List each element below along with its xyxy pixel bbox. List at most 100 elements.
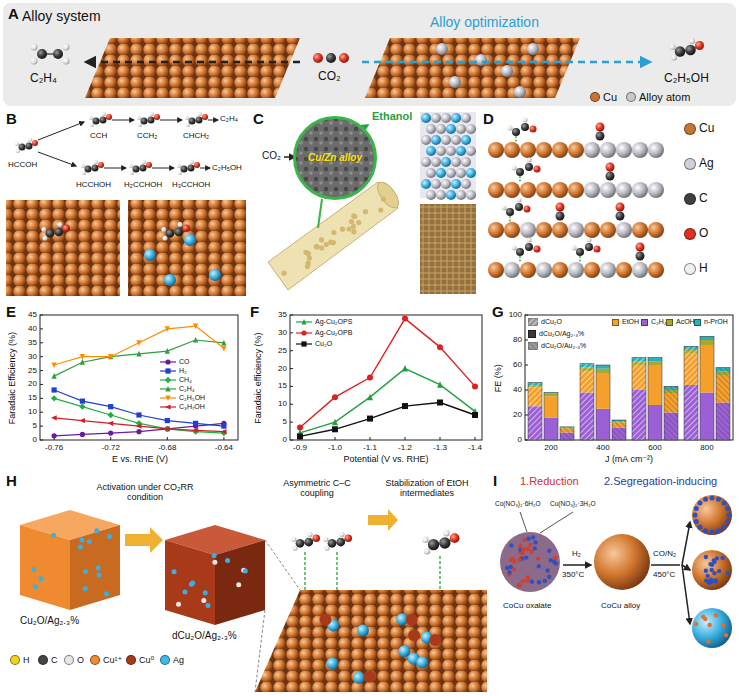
product-label: C₂H₅OH xyxy=(212,163,242,172)
chart-frames xyxy=(40,315,733,440)
legend-item: Cu⁰ xyxy=(126,655,154,665)
tube-pore xyxy=(319,245,324,250)
step-label: Asymmetric C–C coupling xyxy=(270,478,365,499)
hydrogen-atom xyxy=(502,206,507,211)
data-marker xyxy=(437,381,443,388)
lattice-atom xyxy=(436,168,446,178)
panel-letter: B xyxy=(6,110,17,127)
step-title: 1.Reduction xyxy=(520,475,579,488)
data-marker xyxy=(108,404,113,409)
legend-swatch xyxy=(612,319,619,326)
bar-outline xyxy=(596,365,610,440)
legend-item: Ag xyxy=(684,157,714,171)
tube-pore xyxy=(315,244,320,249)
metal-dot xyxy=(522,538,526,542)
axis-tick xyxy=(290,386,293,387)
bond-line xyxy=(519,176,521,182)
carbon-atom xyxy=(515,203,523,211)
oxygen-atom xyxy=(596,123,605,132)
panel-a-art xyxy=(31,58,38,65)
data-marker xyxy=(402,365,408,372)
lattice-atom xyxy=(446,190,456,200)
data-marker xyxy=(193,324,198,330)
legend-text: Cu xyxy=(699,122,714,136)
legend-item: C₂H₅OH xyxy=(160,394,205,402)
metal-dot xyxy=(547,575,551,579)
metal-dot xyxy=(547,549,551,553)
silver-dot xyxy=(212,553,217,558)
panel-letter: G xyxy=(492,303,504,320)
tube-pore xyxy=(349,219,354,224)
data-marker xyxy=(367,416,373,422)
tube-pore xyxy=(351,213,356,218)
tick-label: 0 xyxy=(283,435,287,444)
panel-c-art xyxy=(420,112,476,198)
metal-dot xyxy=(703,528,708,533)
lattice-atom xyxy=(456,190,466,200)
legend-item: Ag xyxy=(160,655,184,665)
data-marker xyxy=(402,316,408,322)
axis-tick xyxy=(40,356,43,357)
panel-h-art xyxy=(336,552,338,592)
product-label: Ethanol xyxy=(372,110,412,123)
carbon-atom xyxy=(516,168,524,176)
axis-tick xyxy=(440,437,441,440)
metal-dot xyxy=(518,583,522,587)
lattice-atom xyxy=(431,157,441,167)
bar-segment xyxy=(700,340,714,345)
panel-a-art xyxy=(3,3,736,106)
copper-atom xyxy=(406,614,418,626)
panel-letter: I xyxy=(493,472,497,489)
lattice-atom xyxy=(441,157,451,167)
panel-letter: C xyxy=(253,110,264,127)
carbon-atom xyxy=(556,212,565,221)
silver-dot xyxy=(201,598,206,603)
panel-a-art xyxy=(362,61,650,64)
panel-h-art xyxy=(165,540,215,625)
panel-h-art xyxy=(304,552,306,592)
axis-tick xyxy=(40,412,43,413)
axis-tick xyxy=(223,437,224,440)
panel-h-art xyxy=(439,556,441,592)
silver-dot xyxy=(183,589,188,594)
surface-atom xyxy=(488,182,504,198)
legend-item: C₂H₄ xyxy=(641,318,667,326)
legend-item: Alloy atom xyxy=(626,91,690,104)
legend-item: Cu xyxy=(684,122,714,136)
legend-text: H xyxy=(699,262,708,276)
panel-a-art xyxy=(3,3,736,106)
surface-atom xyxy=(504,262,520,278)
panel-letter: F xyxy=(250,303,259,320)
panel-a-art xyxy=(365,38,580,98)
metal-dot xyxy=(693,513,698,518)
data-line xyxy=(54,418,224,432)
bar-hatch xyxy=(580,364,594,440)
metal-dot xyxy=(537,580,541,584)
data-marker xyxy=(164,426,170,432)
bar-hatch xyxy=(632,358,646,441)
data-marker xyxy=(437,400,443,406)
bar-hatch xyxy=(528,383,542,441)
panel-letter: D xyxy=(483,110,494,127)
metal-dot xyxy=(694,506,699,511)
bar-segment xyxy=(596,374,610,409)
tube-pore xyxy=(306,251,311,256)
panel-i-art xyxy=(500,532,560,592)
silver-atom xyxy=(357,624,369,636)
legend-sample xyxy=(296,329,312,337)
bar-segment xyxy=(596,369,610,374)
legend-sample xyxy=(160,385,176,393)
bar-outline xyxy=(700,336,714,440)
tick-label: 45 xyxy=(28,310,37,319)
panel-b-art xyxy=(112,120,134,121)
bond-line xyxy=(509,216,511,222)
oxygen-atom xyxy=(556,203,565,212)
legend-item: Cu₂O xyxy=(296,340,332,348)
tick-label: 400 xyxy=(596,443,609,452)
silver-dot xyxy=(236,582,241,587)
surface-atom xyxy=(488,142,504,158)
metal-dot xyxy=(536,556,540,560)
lattice-atom xyxy=(466,124,476,134)
lattice-atom xyxy=(421,113,431,123)
